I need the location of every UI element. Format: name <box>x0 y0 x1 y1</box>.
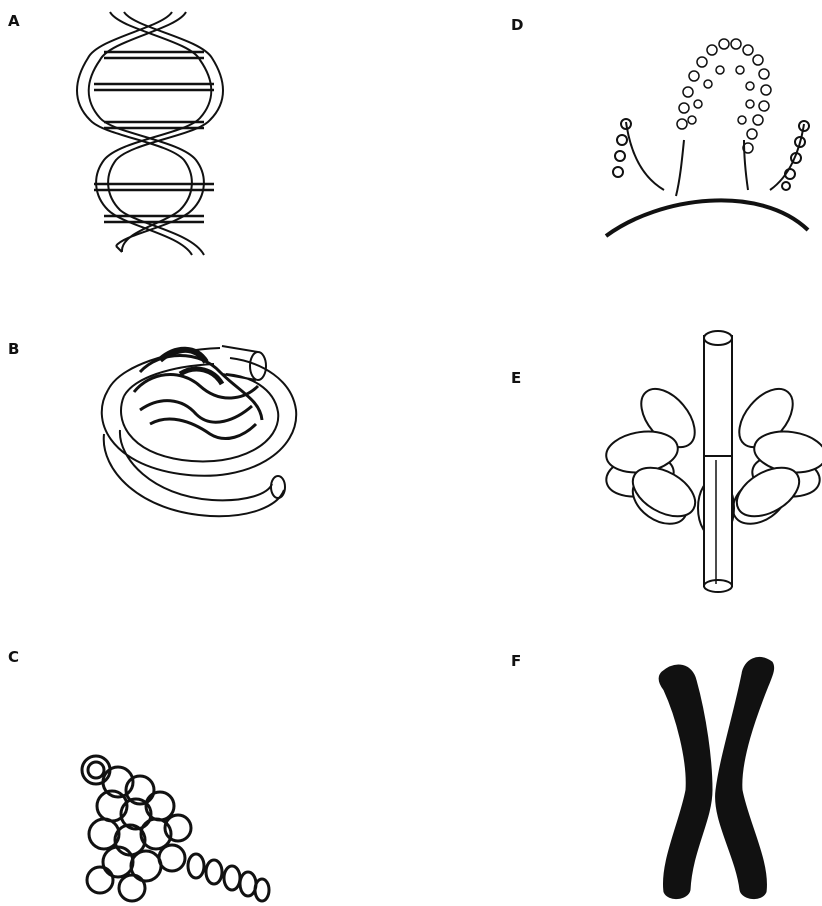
chromatin-loop <box>606 39 809 236</box>
inner-fibers <box>134 350 262 439</box>
scaffold-stem-top <box>704 336 732 466</box>
scaffold-stem-bottom <box>704 456 732 586</box>
nucleosome-fiber <box>82 756 269 901</box>
loop-coils <box>677 39 771 153</box>
dna-double-helix <box>77 12 223 255</box>
metaphase-chromosome <box>659 658 773 899</box>
solenoid-coil <box>102 346 296 516</box>
rosette-scaffold <box>603 331 822 592</box>
scaffold-arc <box>606 200 808 236</box>
